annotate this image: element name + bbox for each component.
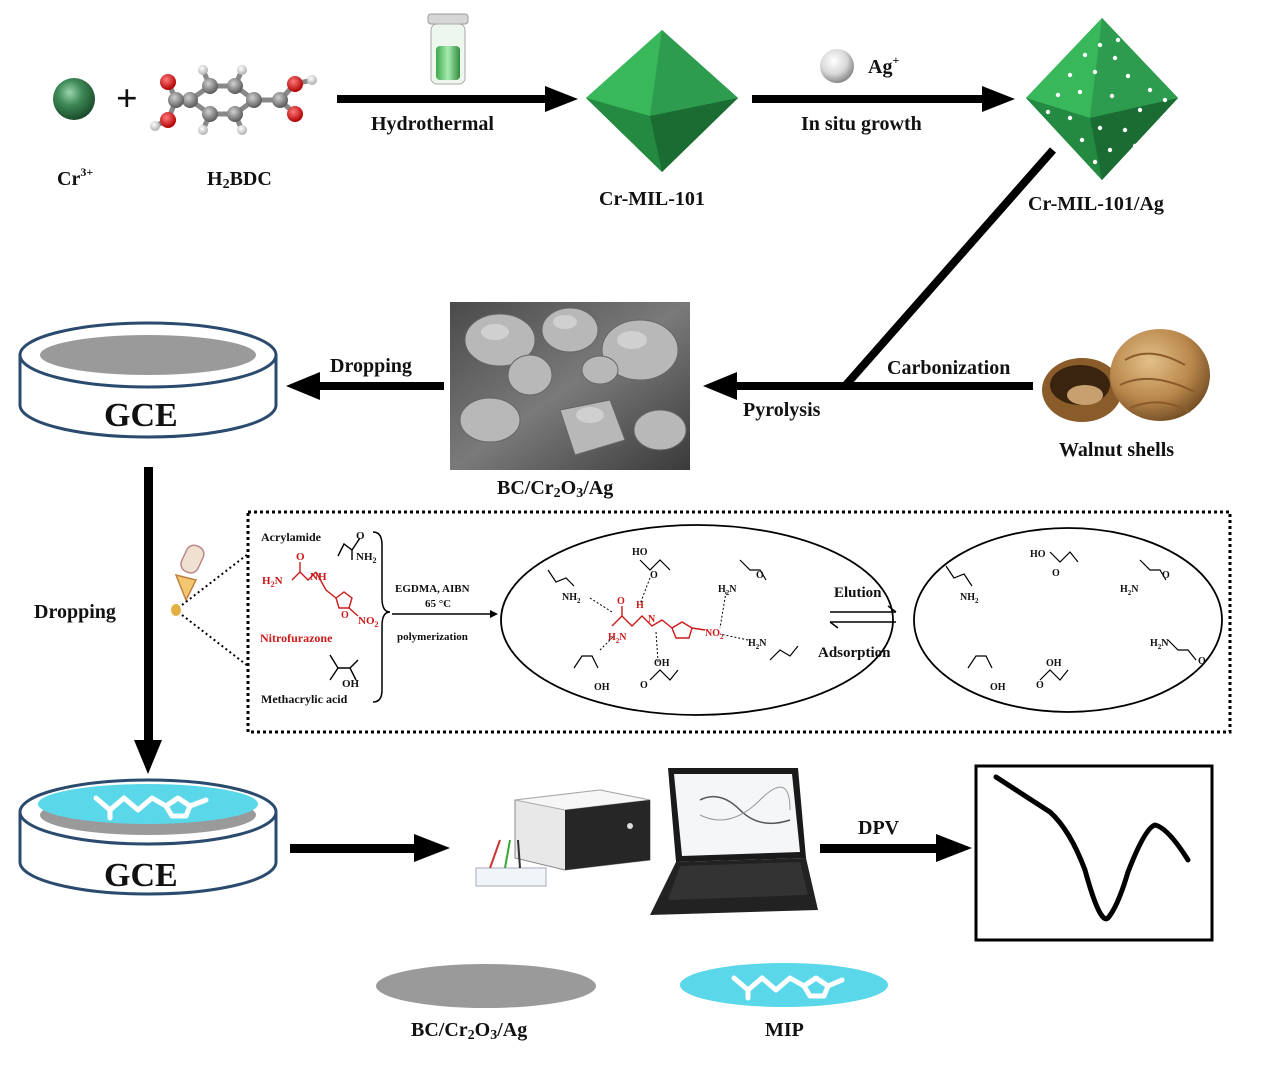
dpv-label: DPV	[858, 817, 900, 839]
nitrofurazone-o: O	[296, 551, 305, 563]
empty-o-lower: O	[1036, 680, 1044, 691]
empty-ho: HO	[1030, 549, 1046, 560]
laptop-image	[650, 768, 818, 915]
dropper-connector-lines	[181, 553, 249, 667]
cavity-no2: NO2	[705, 628, 724, 641]
dropper-icon	[171, 544, 205, 616]
pyrolysis-label: Pyrolysis	[743, 399, 821, 421]
dropping-label-side: Dropping	[34, 601, 116, 623]
walnut-shells-image	[1042, 329, 1210, 422]
acrylamide-label: Acrylamide	[261, 530, 322, 544]
mip-synthesis-box	[246, 510, 1232, 734]
polymerization-label: polymerization	[397, 631, 468, 643]
vertical-dropping-arrow	[134, 467, 162, 774]
nitrofurazone-h2n: H2N	[262, 575, 283, 589]
bc-cr2o3-ag-sem-image	[450, 302, 690, 470]
nitrofurazone-ring-o: O	[341, 610, 349, 621]
h2bdc-molecule-icon	[150, 65, 317, 135]
empty-oh-mid: OH	[1046, 658, 1062, 669]
nitrofurazone-no2: NO2	[358, 615, 379, 629]
dpv-curve-panel	[974, 764, 1214, 942]
reagent-brace	[372, 531, 391, 703]
h2bdc-label: H2BDC	[207, 168, 272, 192]
cavity-o-right: O	[756, 570, 764, 581]
dropping-arrow-top	[286, 372, 444, 400]
polymerization-arrow	[392, 610, 498, 618]
ag-ion-label: Ag+	[868, 53, 899, 78]
empty-cavity-monomers	[945, 551, 1197, 681]
hydrothermal-arrow	[337, 86, 578, 112]
cavity-h2n: H2N	[608, 632, 627, 645]
cavity-o-lower: O	[640, 680, 648, 691]
empty-nh2: NH2	[960, 592, 979, 605]
gce-electrode-top	[18, 321, 278, 439]
nitrofurazone-structure	[291, 562, 359, 617]
elution-adsorption-arrows	[829, 605, 897, 629]
cr-mil-101-label: Cr-MIL-101	[599, 188, 705, 210]
in-situ-growth-arrow	[752, 86, 1015, 112]
nitrofurazone-nh: NH	[310, 571, 327, 583]
pyrolysis-arrow	[703, 372, 1033, 400]
cavity-o-top: O	[650, 570, 658, 581]
cavity-oh-left: OH	[594, 682, 610, 693]
cavity-n: N	[648, 614, 656, 625]
carbonization-diagonal-line	[841, 147, 1057, 389]
electrochemical-workstation-image	[475, 789, 651, 887]
dpv-curve	[993, 774, 1191, 922]
legend-bc-swatch	[376, 964, 596, 1008]
imprinted-polymer-ellipse	[500, 524, 894, 716]
methacrylic-oh: OH	[342, 678, 360, 690]
autoclave-vial-icon	[427, 13, 469, 85]
cavity-nh2-a: NH2	[562, 592, 581, 605]
legend-mip-swatch	[680, 963, 888, 1007]
dpv-arrow	[820, 834, 972, 862]
mip-template-icon-on-gce	[93, 795, 209, 821]
empty-o-lower-right: O	[1198, 656, 1206, 667]
nitrofurazone-label: Nitrofurazone	[260, 631, 333, 645]
cr-mil-101-octahedron	[586, 30, 738, 172]
carbonization-label: Carbonization	[887, 357, 1010, 379]
acrylamide-o: O	[356, 530, 365, 542]
empty-h2n-lower: H2N	[1150, 638, 1169, 651]
temperature-label: 65 °C	[425, 598, 451, 610]
cavity-monomers	[547, 559, 799, 681]
walnut-shells-label: Walnut shells	[1059, 439, 1174, 461]
bc-cr2o3-ag-label: BC/Cr2O3/Ag	[497, 477, 613, 501]
egdma-aibn-label: EGDMA, AIBN	[395, 583, 470, 595]
elution-label: Elution	[834, 585, 882, 601]
adsorption-label: Adsorption	[818, 645, 891, 661]
legend-mip-label: MIP	[765, 1019, 804, 1041]
empty-h2n-right: H2N	[1120, 584, 1139, 597]
ag-ion-sphere	[820, 49, 854, 83]
plus-sign: +	[116, 78, 138, 120]
acrylamide-structure	[337, 537, 361, 560]
cavity-h: H	[636, 600, 644, 611]
cavity-ho: HO	[632, 547, 648, 558]
empty-o-right: O	[1162, 570, 1170, 581]
to-workstation-arrow	[290, 834, 450, 862]
cavity-oh-mid: OH	[654, 658, 670, 669]
cr-mil-101-ag-label: Cr-MIL-101/Ag	[1028, 193, 1164, 215]
in-situ-growth-label: In situ growth	[801, 113, 922, 135]
gce-label-top: GCE	[104, 397, 178, 434]
cavity-h2n-lower: H2N	[748, 638, 767, 651]
cavity-o: O	[617, 596, 625, 607]
legend-bc-label: BC/Cr2O3/Ag	[411, 1019, 527, 1043]
empty-cavity-ellipse	[913, 527, 1223, 713]
cr-ion-label: Cr3+	[57, 165, 93, 190]
methacrylic-acid-structure	[329, 654, 359, 681]
empty-o-top: O	[1052, 568, 1060, 579]
dropping-label-top: Dropping	[330, 355, 412, 377]
cr-mil-101-ag-octahedron	[1026, 18, 1178, 180]
template-in-cavity	[611, 606, 706, 639]
acrylamide-nh2: NH2	[356, 551, 377, 565]
cr-ion-sphere	[53, 78, 95, 120]
methacrylic-acid-label: Methacrylic acid	[261, 692, 348, 706]
cavity-h2n-right: H2N	[718, 584, 737, 597]
hydrogen-bond-lines	[589, 577, 749, 663]
gce-label-bottom: GCE	[104, 857, 178, 894]
empty-oh-left: OH	[990, 682, 1006, 693]
hydrothermal-label: Hydrothermal	[371, 113, 494, 135]
